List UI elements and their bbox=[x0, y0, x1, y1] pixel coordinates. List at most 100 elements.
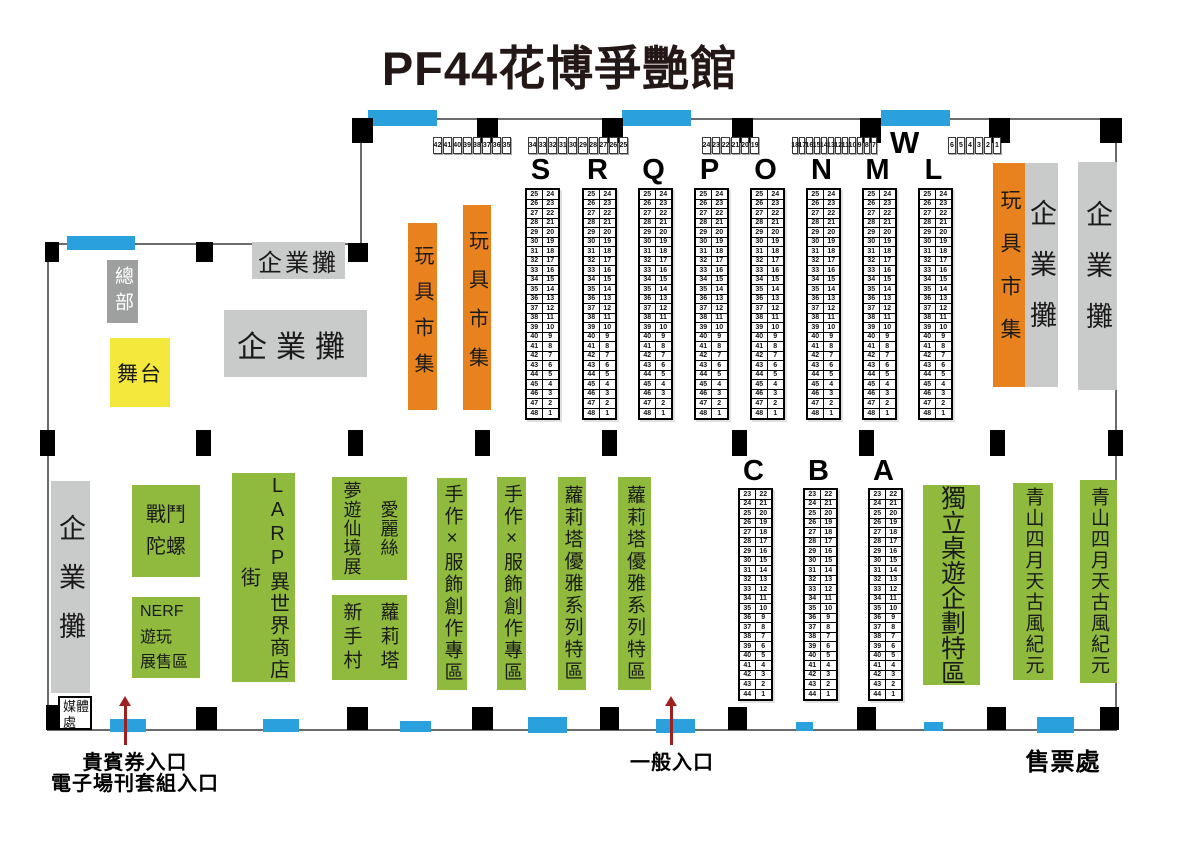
booth-number-cell: 27 bbox=[920, 209, 936, 219]
booth-number-cell: 13 bbox=[879, 295, 895, 304]
booth-number-cell: 45 bbox=[752, 380, 768, 390]
qingshan-label: 青山四月天古風紀元 bbox=[1022, 487, 1044, 676]
booth-number-cell: 39 bbox=[805, 642, 821, 652]
booth-number-cell: 17 bbox=[935, 257, 951, 266]
vip-entrance-arrow-icon bbox=[119, 696, 131, 745]
column-letter-s: S bbox=[530, 154, 551, 186]
booth-number-cell: 23 bbox=[599, 200, 615, 209]
booth-number-cell: 24 bbox=[767, 190, 783, 200]
lolita-newbie-label: 蘿莉塔 新手村 bbox=[340, 601, 399, 674]
booth-number-cell: 13 bbox=[823, 295, 839, 304]
booth-number-cell: 34 bbox=[805, 594, 821, 604]
booth-number-cell: 10 bbox=[755, 604, 771, 614]
booth-number-cell: 21 bbox=[820, 500, 836, 509]
toy-market-label: 玩具市集 bbox=[411, 244, 433, 389]
booth-number-cell: 29 bbox=[578, 137, 588, 154]
booth-number-cell: 11 bbox=[767, 314, 783, 323]
booth-number-cell: 46 bbox=[752, 389, 768, 399]
pillar bbox=[352, 118, 373, 143]
booth-number-cell: 2 bbox=[711, 399, 727, 409]
booth-number-cell: 17 bbox=[879, 257, 895, 266]
booth-number-cell: 15 bbox=[935, 276, 951, 285]
booth-number-cell: 20 bbox=[655, 228, 671, 238]
booth-number-cell: 12 bbox=[711, 304, 727, 314]
booth-number-cell: 4 bbox=[711, 380, 727, 390]
booth-number-cell: 6 bbox=[935, 361, 951, 371]
qingshan-label: 青山四月天古風紀元 bbox=[1088, 487, 1109, 676]
booth-number-cell: 36 bbox=[492, 137, 502, 154]
booth-number-cell: 11 bbox=[935, 314, 951, 323]
column-letter-n: N bbox=[811, 154, 832, 186]
pillar bbox=[347, 707, 368, 730]
booth-number-cell: 37 bbox=[805, 623, 821, 633]
booth-number-cell: 14 bbox=[820, 137, 828, 154]
larp-zone: LARP異世界商店街 bbox=[232, 473, 295, 682]
booth-number-cell: 1 bbox=[826, 690, 831, 698]
booth-number-cell: 26 bbox=[527, 199, 543, 209]
booth-number-cell: 16 bbox=[599, 266, 615, 276]
booth-number-cell: 30 bbox=[640, 237, 656, 247]
pillar bbox=[860, 118, 881, 143]
booth-number-cell: 35 bbox=[752, 285, 768, 295]
booth-number-cell: 7 bbox=[599, 352, 615, 361]
booth-number-cell: 5 bbox=[935, 371, 951, 380]
nerf-label: NERF 遊玩 展售區 bbox=[140, 603, 189, 672]
booth-number-cell: 11 bbox=[820, 595, 836, 604]
booth-number-cell: 37 bbox=[752, 304, 768, 314]
booth-number-cell: 17 bbox=[542, 257, 558, 266]
booth-number-cell: 19 bbox=[655, 238, 671, 247]
booth-number-cell: 29 bbox=[864, 228, 880, 238]
booth-number-cell: 22 bbox=[767, 209, 783, 219]
booth-number-cell: 19 bbox=[750, 137, 760, 154]
booth-number-cell: 6 bbox=[820, 642, 836, 652]
booth-number-cell: 17 bbox=[798, 137, 806, 154]
booth-number-cell: 1 bbox=[548, 409, 553, 417]
booth-number-cell: 17 bbox=[767, 257, 783, 266]
booth-number-cell: 5 bbox=[767, 371, 783, 380]
booth-number-cell: 24 bbox=[935, 190, 951, 200]
booth-number-cell: 21 bbox=[885, 500, 901, 509]
booth-number-cell: 3 bbox=[655, 390, 671, 399]
booth-number-cell: 28 bbox=[805, 537, 821, 547]
corporate-label: 企業攤 bbox=[1026, 198, 1056, 352]
pillar bbox=[602, 118, 623, 143]
booth-number-cell: 27 bbox=[805, 528, 821, 538]
booth-number-cell: 22 bbox=[820, 490, 836, 500]
booth-number-cell: 8 bbox=[935, 342, 951, 352]
booth-number-cell: 13 bbox=[755, 576, 771, 585]
booth-number-cell: 5 bbox=[755, 652, 771, 661]
booth-number-cell: 20 bbox=[755, 509, 771, 519]
booth-number-cell: 29 bbox=[870, 547, 886, 557]
booth-number-cell: 23 bbox=[805, 490, 821, 500]
booth-number-cell: 42 bbox=[864, 351, 880, 361]
indie-boardgame-label: 獨立桌遊企劃特區 bbox=[937, 485, 966, 685]
booth-number-cell: 18 bbox=[755, 528, 771, 538]
booth-number-cell: 10 bbox=[711, 323, 727, 333]
booth-number-cell: 9 bbox=[879, 333, 895, 342]
booth-number-cell: 10 bbox=[542, 323, 558, 333]
booth-number-cell: 47 bbox=[640, 399, 656, 409]
booth-number-cell: 28 bbox=[808, 218, 824, 228]
booth-number-cell: 35 bbox=[870, 604, 886, 614]
booth-number-cell: 21 bbox=[711, 219, 727, 228]
booth-number-cell: 22 bbox=[721, 137, 731, 154]
booth-number-cell: 10 bbox=[820, 604, 836, 614]
booth-number-cell: 14 bbox=[879, 285, 895, 295]
booth-number-cell: 48 bbox=[808, 408, 824, 418]
booth-number-cell: 38 bbox=[640, 313, 656, 323]
booth-number-cell: 42 bbox=[433, 137, 442, 154]
qingshan-zone: 青山四月天古風紀元 bbox=[1013, 483, 1053, 680]
booth-number-cell: 33 bbox=[870, 585, 886, 595]
booth-number-cell: 14 bbox=[935, 285, 951, 295]
booth-number-cell: 41 bbox=[920, 342, 936, 352]
booth-number-cell: 35 bbox=[584, 285, 600, 295]
pillar bbox=[477, 118, 498, 143]
alice-zone: 愛麗絲 夢遊仙境展 bbox=[332, 477, 407, 580]
column-letter-p: P bbox=[699, 154, 720, 186]
booth-number-cell: 9 bbox=[711, 333, 727, 342]
booth-number-cell: 43 bbox=[527, 361, 543, 371]
booth-number-cell: 10 bbox=[885, 604, 901, 614]
booth-number-cell: 33 bbox=[752, 266, 768, 276]
booth-number-cell: 40 bbox=[920, 332, 936, 342]
